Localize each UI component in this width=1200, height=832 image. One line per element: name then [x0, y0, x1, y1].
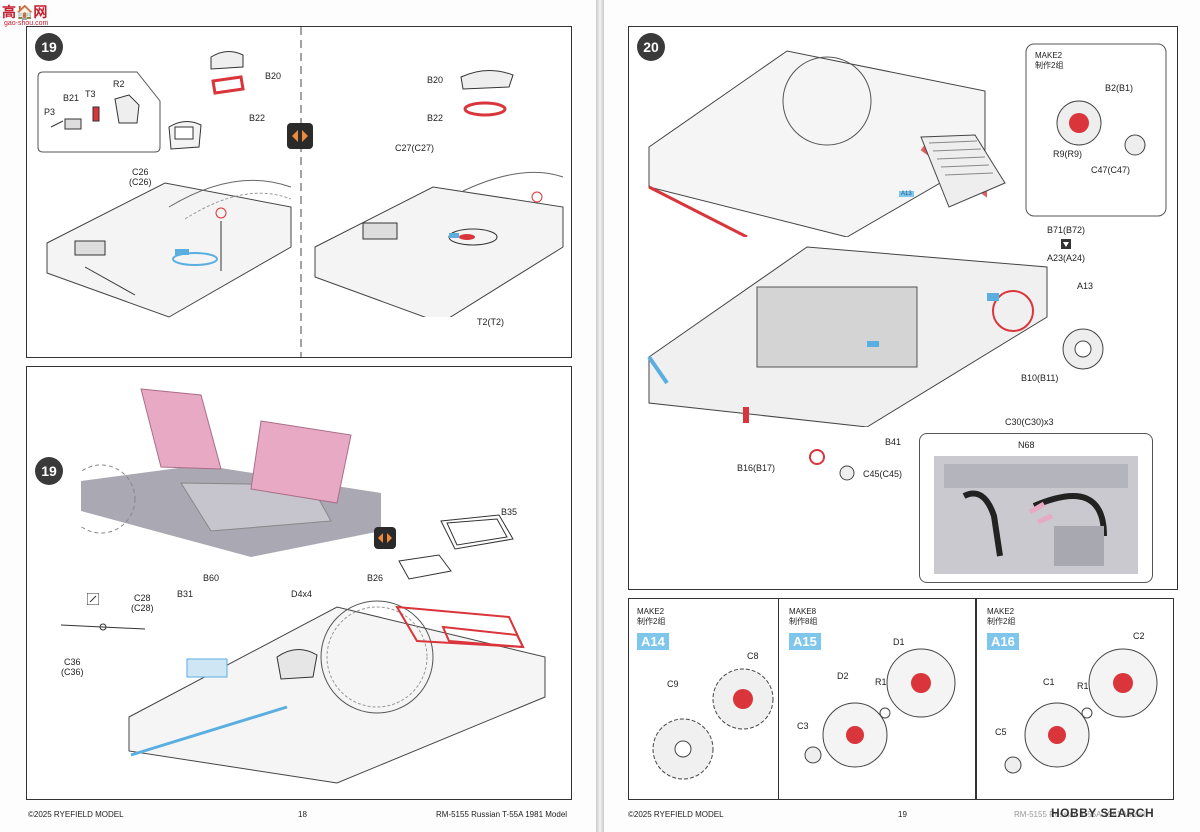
label-b41: B41: [885, 437, 902, 447]
label-b22-right: B22: [427, 113, 444, 123]
hull-rendering-with-hatches: [81, 388, 381, 557]
footer-copyright: ©2025 RYEFIELD MODEL: [628, 810, 724, 819]
left-page: 高🏠网 gao-shou.com 19 B21 T3 R2 P3 B20 B22: [0, 0, 596, 832]
ring-part-c45: [809, 449, 855, 481]
hull-deck-main: [128, 600, 546, 784]
label-c36: C36 (C36): [61, 657, 84, 678]
step-number-badge: 20: [637, 33, 665, 61]
label-a23: A23(A24): [1047, 253, 1086, 263]
label-r1-a16: R1: [1077, 681, 1089, 691]
make-note-inset: MAKE2 制作2组: [1035, 51, 1064, 70]
label-b10: B10(B11): [1021, 373, 1059, 383]
step-19b-frame: 19 B35 B26 B60 B31 D4x4 C28 (C28: [26, 366, 572, 800]
label-b2: B2(B1): [1105, 83, 1134, 93]
label-n68: N68: [1018, 440, 1035, 450]
road-wheel-parts-a15: [804, 648, 956, 768]
label-b26: B26: [367, 573, 384, 583]
label-t2: T2(T2): [477, 317, 504, 327]
label-c27: C27(C27): [395, 143, 435, 153]
footer-model: RM-5155 Russian T-55A 1981 Model: [1014, 810, 1146, 819]
hub-part-b2: [1056, 100, 1146, 156]
label-r2: R2: [113, 79, 125, 89]
engine-bay-hull: [647, 246, 1048, 427]
label-c2: C2: [1133, 631, 1145, 641]
label-b31: B31: [177, 589, 194, 599]
label-b35: B35: [501, 507, 518, 517]
pe-frame-b26: [398, 554, 452, 580]
sub-assembly-a16-frame: MAKE2 制作2组 A16 C2 C1 R1 C5: [976, 598, 1174, 800]
label-c45: C45(C45): [863, 469, 903, 479]
engine-photo: [934, 456, 1138, 574]
tag-a13: A13: [899, 191, 914, 197]
hub-part-b10: [1062, 328, 1104, 370]
footer-model: RM-5155 Russian T-55A 1981 Model: [436, 810, 568, 819]
label-c3: C3: [797, 721, 809, 731]
hatch-part-b20: [210, 51, 245, 95]
label-c26: C26 (C26): [129, 167, 152, 188]
label-d2: D2: [837, 671, 849, 681]
label-d1: D1: [893, 637, 905, 647]
sprocket-parts: [652, 668, 774, 780]
cupola-part: [168, 121, 202, 150]
road-wheel-parts-a16: [1004, 648, 1158, 774]
sub-assembly-a15-frame: MAKE8 制作8组 A15 D1 D2 R1 C3: [778, 598, 976, 800]
label-d4x4: D4x4: [291, 589, 313, 599]
sub-assembly-a14-frame: MAKE2 制作2组 A14 C8 C9: [628, 598, 804, 800]
make-note-a16: MAKE2 制作2组: [987, 607, 1016, 626]
swap-arrows-icon: [374, 527, 396, 549]
label-b20-right: B20: [427, 75, 444, 85]
label-b20: B20: [265, 71, 282, 81]
photo-inset-frame: N68: [919, 433, 1153, 583]
hatch-part-b20-right: [460, 70, 514, 117]
hobby-search-watermark: HOBBY SEARCH: [1051, 806, 1155, 820]
footer-page-number: 18: [298, 810, 307, 819]
label-c30: C30(C30)x3: [1005, 417, 1054, 427]
label-b60: B60: [203, 573, 220, 583]
label-c47: C47(C47): [1091, 165, 1131, 175]
make-note-a15: MAKE8 制作8组: [789, 607, 818, 626]
label-b22: B22: [249, 113, 266, 123]
right-page: 20 A13 MAKE2 制作2组 B2(B1) R9(: [604, 0, 1200, 832]
swap-arrows-icon: [287, 123, 313, 149]
dashed-divider: [300, 27, 302, 357]
label-a13: A13: [1077, 281, 1094, 291]
step-19a-frame: 19 B21 T3 R2 P3 B20 B22 C26 (C26): [26, 26, 572, 358]
label-r9: R9(R9): [1053, 149, 1083, 159]
hull-deck-right: [314, 171, 564, 317]
hull-deck-left: [46, 179, 292, 318]
pencil-icon: [87, 593, 99, 605]
pe-frame-b35: [440, 514, 514, 550]
tag-a14: A14: [637, 633, 669, 650]
label-p3: P3: [44, 107, 56, 117]
label-b71: B71(B72): [1047, 225, 1086, 235]
label-c5: C5: [995, 727, 1007, 737]
step-number-badge: 19: [35, 457, 63, 485]
make-note-a14: MAKE2 制作2组: [637, 607, 666, 626]
label-b16: B16(B17): [737, 463, 776, 473]
watermark-url: gao-shou.com: [4, 20, 49, 27]
step-number-badge: 19: [35, 33, 63, 61]
label-c8: C8: [747, 651, 759, 661]
tag-a15: A15: [789, 633, 821, 650]
label-c28: C28 (C28): [131, 593, 154, 614]
label-c1: C1: [1043, 677, 1055, 687]
label-t3: T3: [85, 89, 96, 99]
label-b21: B21: [63, 93, 80, 103]
footer-copyright: ©2025 RYEFIELD MODEL: [28, 810, 124, 819]
arrow-down-icon: [1061, 239, 1071, 249]
grille-part: [920, 134, 1006, 208]
tag-a16: A16: [987, 633, 1019, 650]
cable-c36: [60, 623, 146, 631]
watermark-logo: 高🏠网: [2, 4, 48, 20]
step-20-frame: 20 A13 MAKE2 制作2组 B2(B1) R9(: [628, 26, 1178, 590]
label-c9: C9: [667, 679, 679, 689]
footer-page-number: 19: [898, 810, 907, 819]
page-gutter: [596, 0, 604, 832]
inset-detail-box: [37, 71, 161, 153]
label-r1: R1: [875, 677, 887, 687]
